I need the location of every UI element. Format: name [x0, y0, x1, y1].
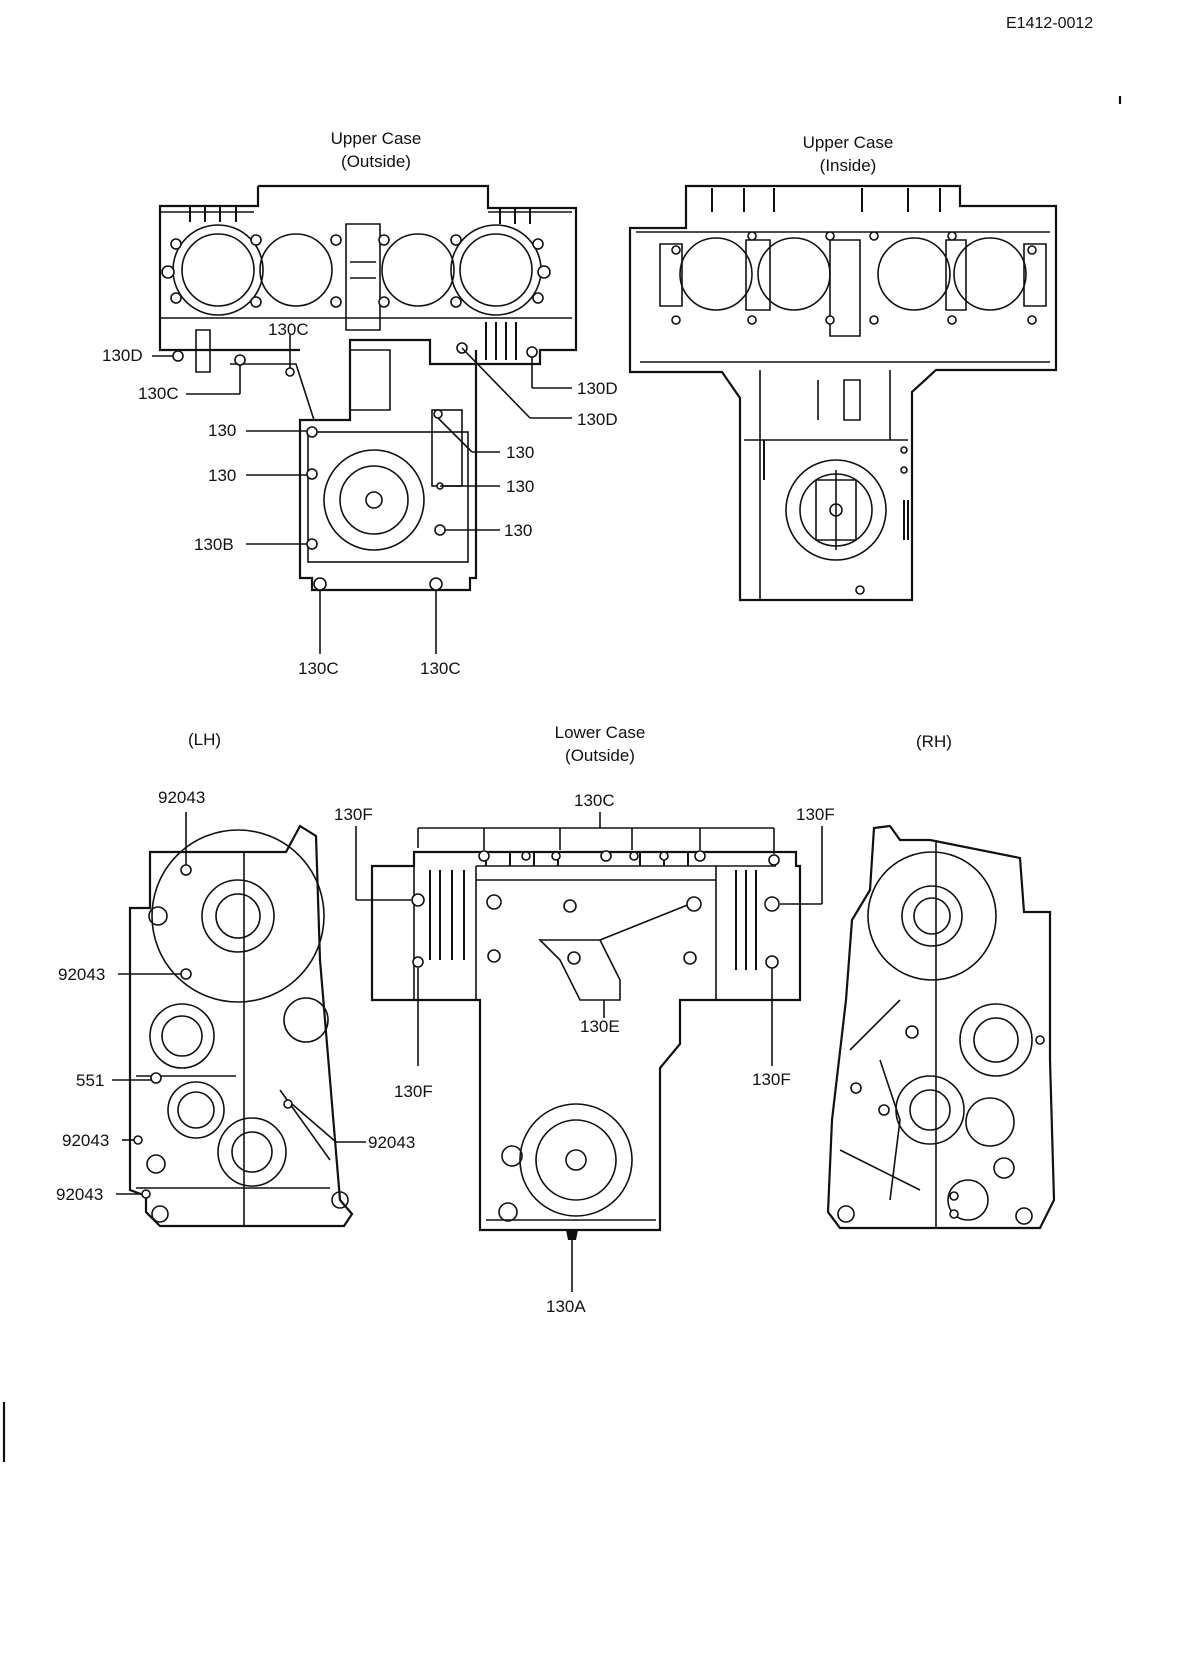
callout-130c-bottom-1: 130C: [298, 659, 339, 678]
upper-case-outside-drawing: [152, 184, 578, 654]
callout-130f-bottom-left: 130F: [394, 1082, 433, 1101]
callout-551: 551: [76, 1071, 105, 1090]
lh-case-drawing: [112, 812, 366, 1228]
callout-92043-left-2: 92043: [56, 1185, 104, 1204]
title-upper-outside-line2: (Outside): [341, 151, 411, 171]
title-upper-inside-line2: (Inside): [819, 155, 877, 175]
title-lower-outside-line2: (Outside): [565, 745, 635, 765]
callout-130e: 130E: [580, 1017, 620, 1036]
callout-92043-right: 92043: [368, 1133, 416, 1152]
rh-case-drawing: [826, 824, 1056, 1230]
title-rh: (RH): [916, 732, 952, 751]
callout-130c-lower: 130C: [574, 791, 615, 810]
upper-case-inside-drawing: [628, 184, 1058, 602]
callout-130f-top-right: 130F: [796, 805, 835, 824]
title-upper-case-inside: Upper Case (Inside): [778, 132, 918, 178]
title-upper-outside-line1: Upper Case: [330, 129, 422, 148]
callout-130d-left: 130D: [102, 346, 143, 365]
callout-130d-right-2: 130D: [577, 410, 618, 429]
lower-case-outside-drawing: [355, 812, 823, 1292]
callout-130-left-2: 130: [208, 466, 237, 485]
title-lower-case-outside: Lower Case (Outside): [530, 722, 670, 768]
callout-130c-left: 130C: [138, 384, 179, 403]
callout-130-right-1: 130: [506, 443, 535, 462]
document-code: E1412-0012: [1006, 15, 1094, 32]
title-upper-inside-line1: Upper Case: [802, 133, 894, 152]
callout-92043-mid: 92043: [58, 965, 106, 984]
title-lower-outside-line1: Lower Case: [554, 723, 646, 742]
callout-130-left-1: 130: [208, 421, 237, 440]
callout-130b: 130B: [194, 535, 234, 554]
callout-130-right-2: 130: [506, 477, 535, 496]
callout-130d-right-1: 130D: [577, 379, 618, 398]
callout-130a: 130A: [546, 1297, 586, 1316]
callout-130c-bottom-2: 130C: [420, 659, 461, 678]
callout-92043-left-1: 92043: [62, 1131, 110, 1150]
title-lh: (LH): [188, 730, 222, 749]
callout-130f-top-left: 130F: [334, 805, 373, 824]
callout-92043-top: 92043: [158, 788, 206, 807]
callout-130-right-3: 130: [504, 521, 533, 540]
callout-130f-bottom-right: 130F: [752, 1070, 791, 1089]
callout-130c-top: 130C: [268, 320, 309, 339]
title-upper-case-outside: Upper Case (Outside): [306, 128, 446, 174]
